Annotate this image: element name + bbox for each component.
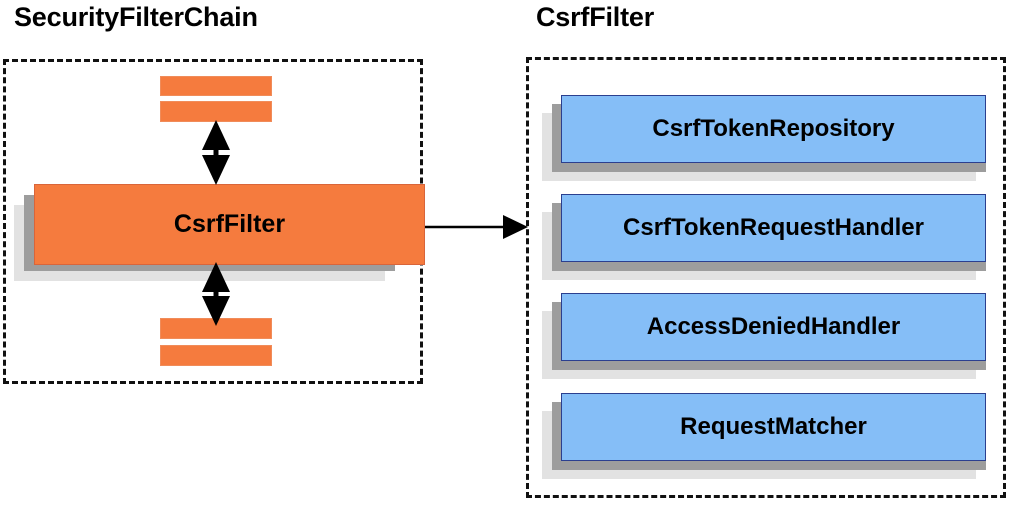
component-box-accessdeniedhandler[interactable]: AccessDeniedHandler — [561, 293, 986, 361]
right-panel-title: CsrfFilter — [536, 2, 655, 32]
csrffilter-detail-panel — [526, 57, 1006, 498]
csrffilter-box[interactable]: CsrfFilter — [34, 184, 425, 265]
filter-bar-bottom-1 — [160, 318, 272, 339]
component-box-csrftokenrequesthandler[interactable]: CsrfTokenRequestHandler — [561, 194, 986, 262]
component-box-csrftokenrepository[interactable]: CsrfTokenRepository — [561, 95, 986, 163]
left-panel-title: SecurityFilterChain — [14, 2, 258, 32]
filter-bar-bottom-2 — [160, 345, 272, 366]
filter-bar-top-1 — [160, 76, 272, 96]
csrffilter-expands-to-arrow — [425, 215, 528, 239]
component-box-requestmatcher[interactable]: RequestMatcher — [561, 393, 986, 461]
filter-bar-top-2 — [160, 101, 272, 122]
